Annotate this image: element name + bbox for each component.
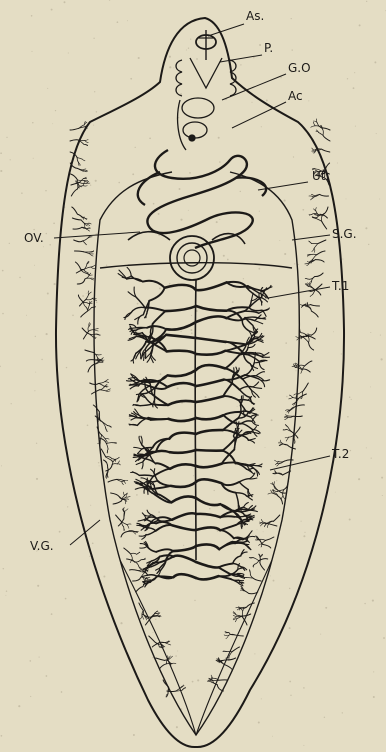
label-ut: Ut. (312, 169, 329, 183)
body-outline (56, 18, 344, 747)
label-go: G.O (288, 61, 311, 75)
label-t2: T.2 (331, 447, 349, 461)
label-as: As. (246, 9, 264, 23)
label-p: P. (264, 41, 273, 55)
labels: As. P. G.O Ac Ut. OV. S.G. T.1 T.2 V.G. (24, 9, 357, 553)
genital-opening (178, 98, 214, 150)
label-ac: Ac (288, 89, 303, 103)
label-ov: OV. (24, 231, 44, 245)
label-sg: S.G. (332, 227, 357, 241)
pharynx-lobes (176, 58, 236, 96)
label-vg: V.G. (30, 539, 54, 553)
label-t1: T.1 (331, 279, 349, 293)
